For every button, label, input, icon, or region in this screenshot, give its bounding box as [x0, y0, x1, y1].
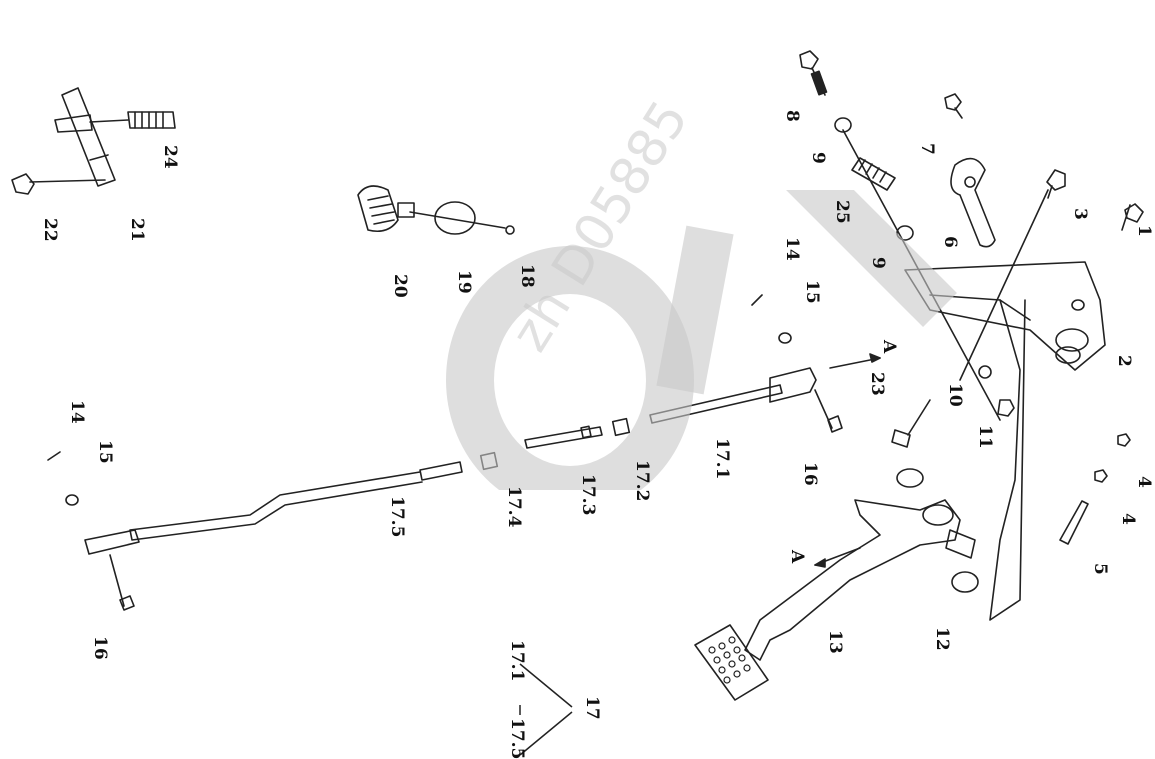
label-14a: 14 [782, 237, 802, 261]
bolt-1 [1121, 203, 1144, 231]
label-24: 24 [160, 145, 180, 169]
pedal-arm [744, 499, 961, 661]
label-6: 6 [940, 236, 960, 248]
bolt-4a [1117, 433, 1131, 447]
label-17-4: 17.4 [504, 486, 524, 528]
label-5: 5 [1090, 563, 1110, 575]
legend-group: 17 [582, 696, 602, 720]
clevis-lower [84, 529, 140, 555]
washer-19 [434, 201, 476, 235]
label-19: 19 [454, 270, 474, 294]
legend-to: 17.5 [507, 718, 527, 759]
label-11: 11 [975, 425, 995, 449]
bolt-4b [1094, 469, 1108, 483]
washer-9a [834, 117, 852, 133]
clevis-upper [769, 367, 817, 403]
label-9a: 9 [808, 152, 828, 164]
sleeve-6 [950, 157, 996, 248]
label-13: 13 [825, 630, 845, 654]
bolt-5 [1059, 500, 1089, 545]
label-8: 8 [782, 110, 802, 122]
bolt-7 [944, 93, 963, 119]
label-25: 25 [832, 200, 852, 224]
label-23: 23 [867, 372, 887, 396]
label-20: 20 [390, 274, 410, 298]
label-17-2: 17.2 [632, 460, 652, 502]
label-16a: 16 [800, 462, 820, 486]
label-12: 12 [932, 627, 952, 651]
support-rail [989, 299, 1026, 621]
spring-24 [127, 111, 176, 129]
screw-22 [11, 173, 35, 195]
label-22: 22 [40, 218, 60, 242]
label-10: 10 [945, 383, 965, 407]
arrow-label-a-lower: A [787, 550, 807, 564]
bolt-23 [891, 399, 931, 448]
label-4a: 4 [1134, 476, 1154, 488]
bracket-21 [61, 87, 116, 187]
nut-10 [978, 365, 992, 379]
assembly-20 [357, 185, 399, 233]
screw-18 [505, 225, 515, 235]
rod-17-1 [649, 384, 783, 424]
label-17-5: 17.5 [387, 496, 407, 538]
label-14b: 14 [67, 400, 87, 424]
label-21: 21 [127, 218, 147, 242]
label-7: 7 [917, 143, 937, 155]
label-4b: 4 [1118, 513, 1138, 525]
label-2: 2 [1114, 355, 1134, 367]
label-16b: 16 [90, 636, 110, 660]
rod-17-5 [419, 461, 463, 481]
arrow-label-a-upper: A [879, 340, 899, 354]
label-15b: 15 [95, 440, 115, 464]
label-3: 3 [1070, 208, 1090, 220]
label-18: 18 [517, 264, 537, 288]
label-1: 1 [1134, 225, 1154, 237]
label-9b: 9 [868, 257, 888, 269]
label-17-3: 17.3 [578, 474, 598, 516]
legend-from: 17.1 [507, 640, 527, 682]
pedal-pad [694, 624, 769, 701]
label-17-1: 17.1 [712, 438, 732, 480]
nut-11 [997, 399, 1015, 417]
label-15a: 15 [802, 280, 822, 304]
bolt-3 [1046, 169, 1066, 199]
